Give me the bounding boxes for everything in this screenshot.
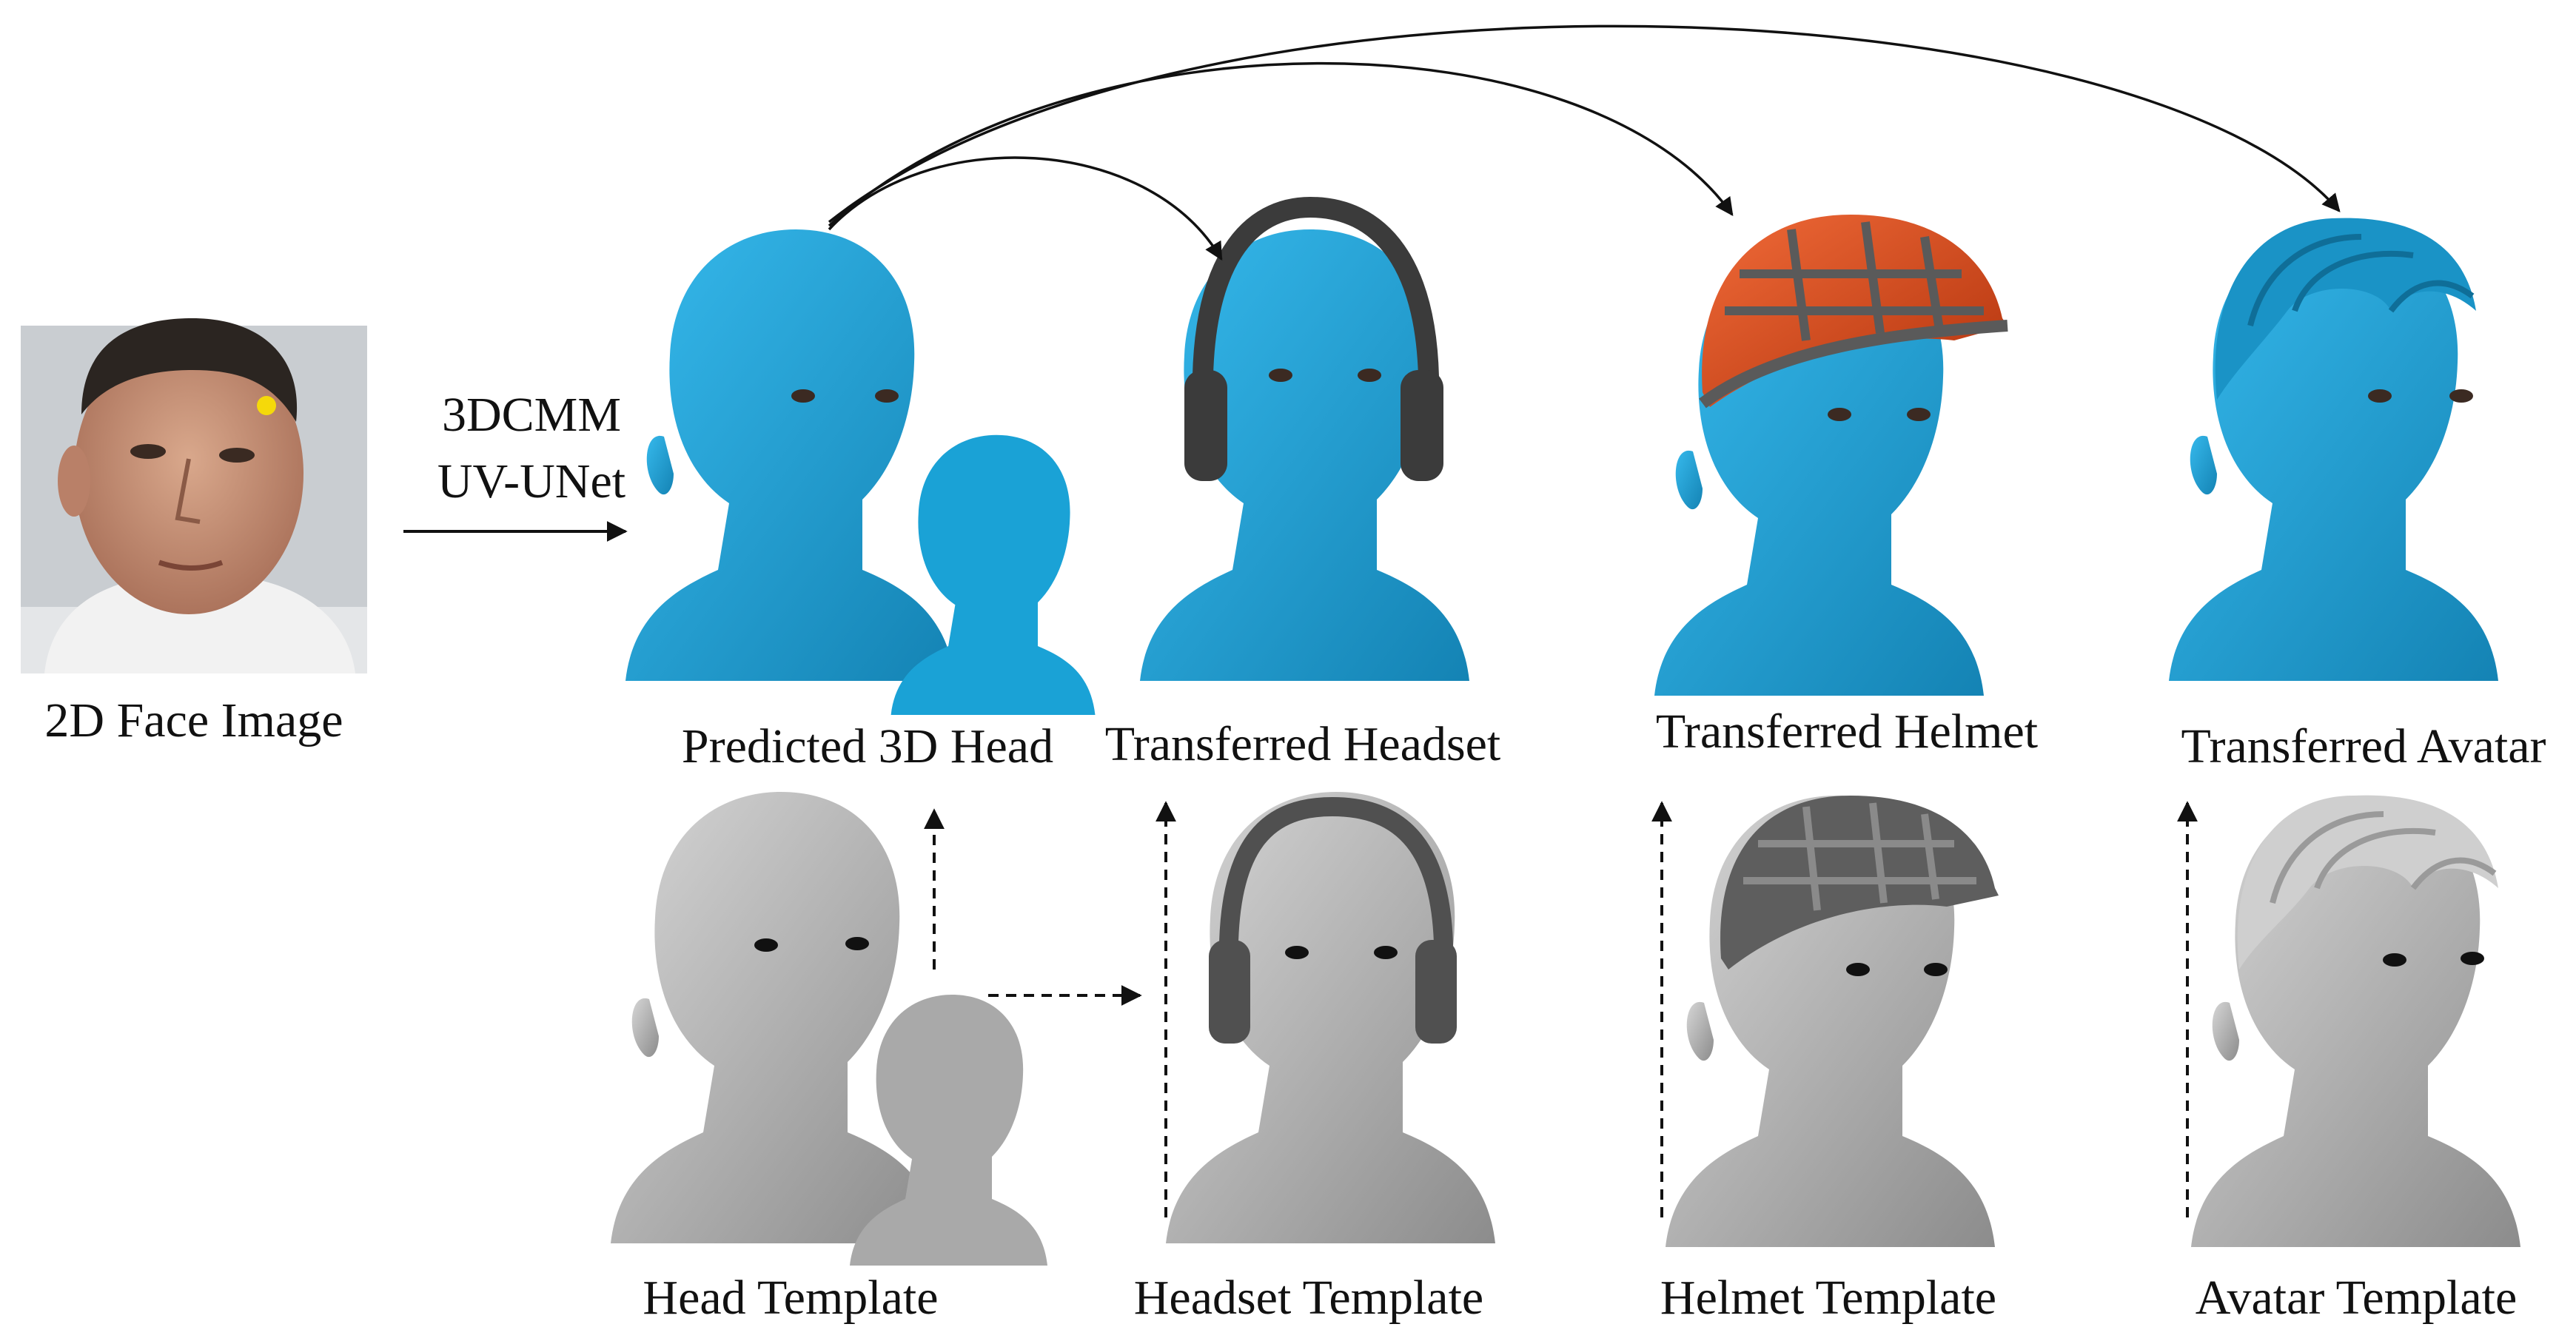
arrow-to-headset <box>828 156 1223 261</box>
caption-transferred-headset: Transferred Headset <box>1105 717 1501 771</box>
caption-predicted-head: Predicted 3D Head <box>682 719 1053 773</box>
arrow-to-helmet <box>828 61 1734 227</box>
caption-transferred-avatar: Transferred Avatar <box>2181 719 2546 773</box>
arrow-to-avatar <box>828 24 2341 224</box>
caption-headset-template: Headset Template <box>1134 1271 1483 1325</box>
transfer-arrows <box>828 24 2341 261</box>
method-label-line1: 3DCMM <box>442 388 621 442</box>
avatar-template-render <box>2191 795 2520 1247</box>
headset-template-render <box>1166 792 1495 1243</box>
head-template-render <box>611 792 1047 1266</box>
input-face-photo <box>21 318 367 673</box>
method-label-line2: UV-UNet <box>437 454 625 508</box>
transferred-avatar-render <box>2169 218 2498 681</box>
transferred-headset-render <box>1140 196 1469 681</box>
predicted-head-render <box>625 229 1096 715</box>
caption-avatar-template: Avatar Template <box>2196 1271 2518 1325</box>
caption-transferred-helmet: Transferred Helmet <box>1656 705 2038 759</box>
caption-head-template: Head Template <box>643 1271 938 1325</box>
yellow-marker-dot <box>257 396 276 415</box>
caption-helmet-template: Helmet Template <box>1660 1271 1996 1325</box>
input-caption: 2D Face Image <box>44 693 343 747</box>
transferred-helmet-render <box>1654 215 2008 696</box>
helmet-template-render <box>1666 796 1999 1247</box>
